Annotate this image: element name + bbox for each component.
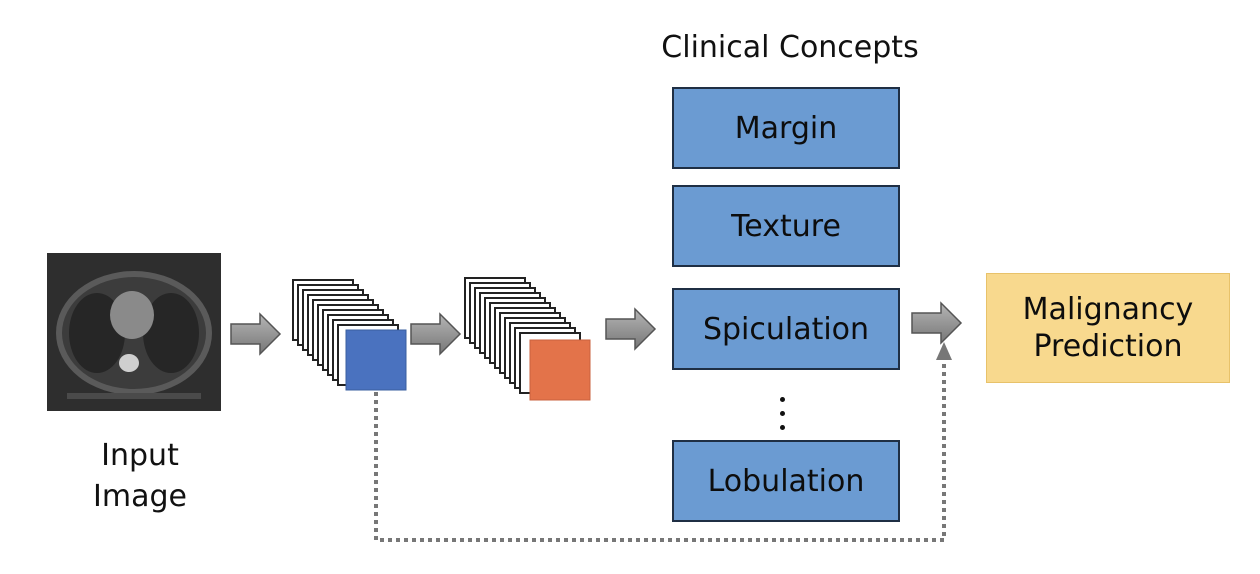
- concept-label-texture: Texture: [731, 208, 841, 244]
- concept-box-margin: Margin: [672, 87, 900, 169]
- malignancy-prediction-box: Malignancy Prediction: [986, 273, 1230, 383]
- concept-box-lobulation: Lobulation: [672, 440, 900, 522]
- input-label-line2: Image: [93, 478, 187, 514]
- output-label-line2: Prediction: [1033, 329, 1183, 364]
- concept-label-margin: Margin: [734, 110, 838, 146]
- ct-scan-image: [47, 253, 221, 411]
- vertical-ellipsis-icon: [776, 397, 788, 439]
- arrow-right-icon: [410, 312, 462, 356]
- arrow-right-icon: [230, 312, 282, 356]
- concept-box-spiculation: Spiculation: [672, 288, 900, 370]
- clinical-concepts-heading: Clinical Concepts: [661, 30, 919, 65]
- input-label-line1: Input: [101, 438, 179, 473]
- dotted-skip-connection: [374, 342, 952, 542]
- concept-label-lobulation: Lobulation: [707, 463, 865, 499]
- arrow-right-icon: [605, 307, 657, 351]
- output-label-line1: Malignancy: [1022, 291, 1194, 327]
- input-image-label: Input Image: [60, 436, 220, 517]
- concept-label-spiculation: Spiculation: [702, 311, 870, 347]
- concept-box-texture: Texture: [672, 185, 900, 267]
- arrow-right-icon: [911, 301, 963, 345]
- feature-map-stack-2: [464, 277, 591, 401]
- feature-map-stack-1: [292, 279, 407, 391]
